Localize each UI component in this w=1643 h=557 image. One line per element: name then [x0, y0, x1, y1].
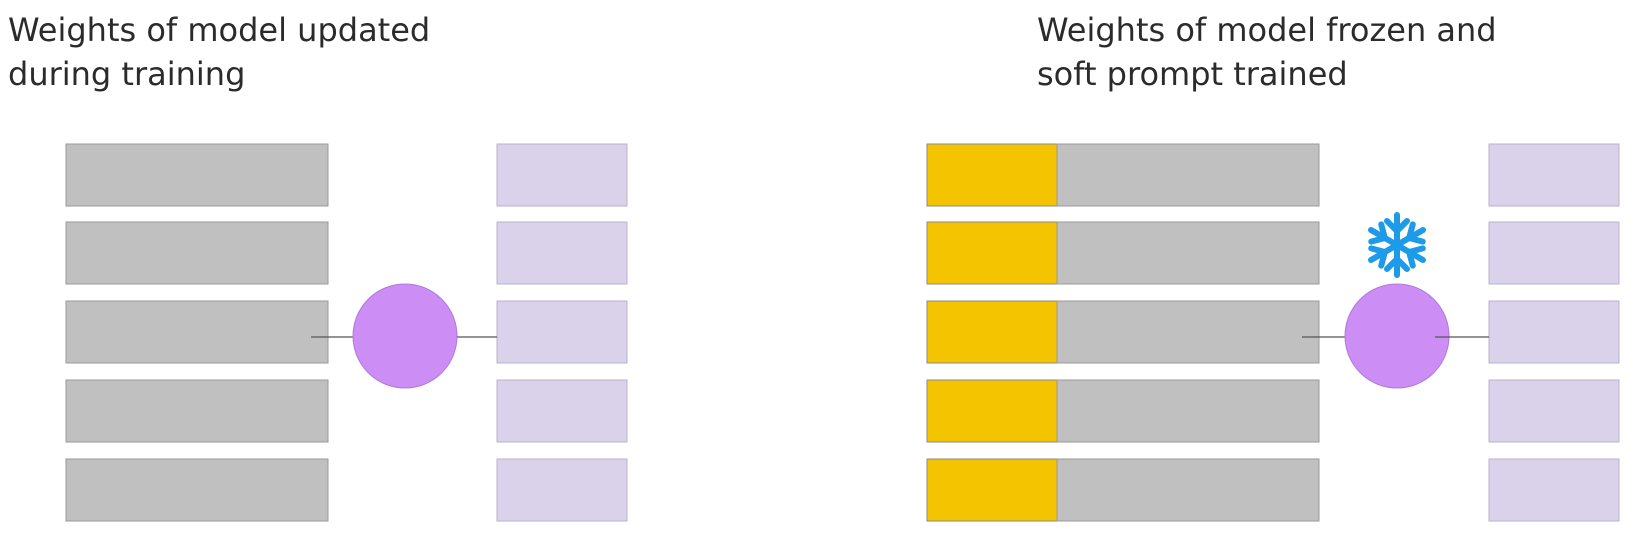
left-panel	[65, 143, 628, 522]
soft-prompt-block	[926, 458, 1058, 522]
left-output-block	[496, 379, 628, 443]
left-output-block	[496, 300, 628, 364]
snowflake-icon	[1368, 212, 1426, 278]
right-input-block	[1056, 458, 1320, 522]
right-input-block	[1056, 143, 1320, 207]
left-input-block	[65, 379, 329, 443]
left-input-block	[65, 143, 329, 207]
right-panel-title: Weights of model frozen and soft prompt …	[1037, 11, 1497, 93]
right-output-block	[1488, 458, 1620, 522]
left-output-block	[496, 221, 628, 285]
left-output-block	[496, 458, 628, 522]
right-input-row	[926, 143, 1320, 207]
right-output-block	[1488, 379, 1620, 443]
soft-prompt-block	[926, 379, 1058, 443]
right-input-row	[926, 379, 1320, 443]
right-output-block	[1488, 143, 1620, 207]
soft-prompt-block	[926, 300, 1058, 364]
right-input-row	[926, 300, 1320, 364]
right-output-block	[1488, 300, 1620, 364]
left-input-block	[65, 458, 329, 522]
soft-prompt-block	[926, 143, 1058, 207]
right-model-node	[1344, 283, 1450, 389]
right-output-block	[1488, 221, 1620, 285]
left-input-block	[65, 300, 329, 364]
right-input-block	[1056, 300, 1320, 364]
right-input-row	[926, 458, 1320, 522]
left-panel-title: Weights of model updated during training	[8, 11, 431, 93]
right-input-block	[1056, 379, 1320, 443]
soft-prompt-block	[926, 221, 1058, 285]
right-input-block	[1056, 221, 1320, 285]
left-output-block	[496, 143, 628, 207]
left-input-block	[65, 221, 329, 285]
left-model-node	[352, 283, 458, 389]
right-panel	[926, 143, 1620, 522]
right-input-row	[926, 221, 1320, 285]
